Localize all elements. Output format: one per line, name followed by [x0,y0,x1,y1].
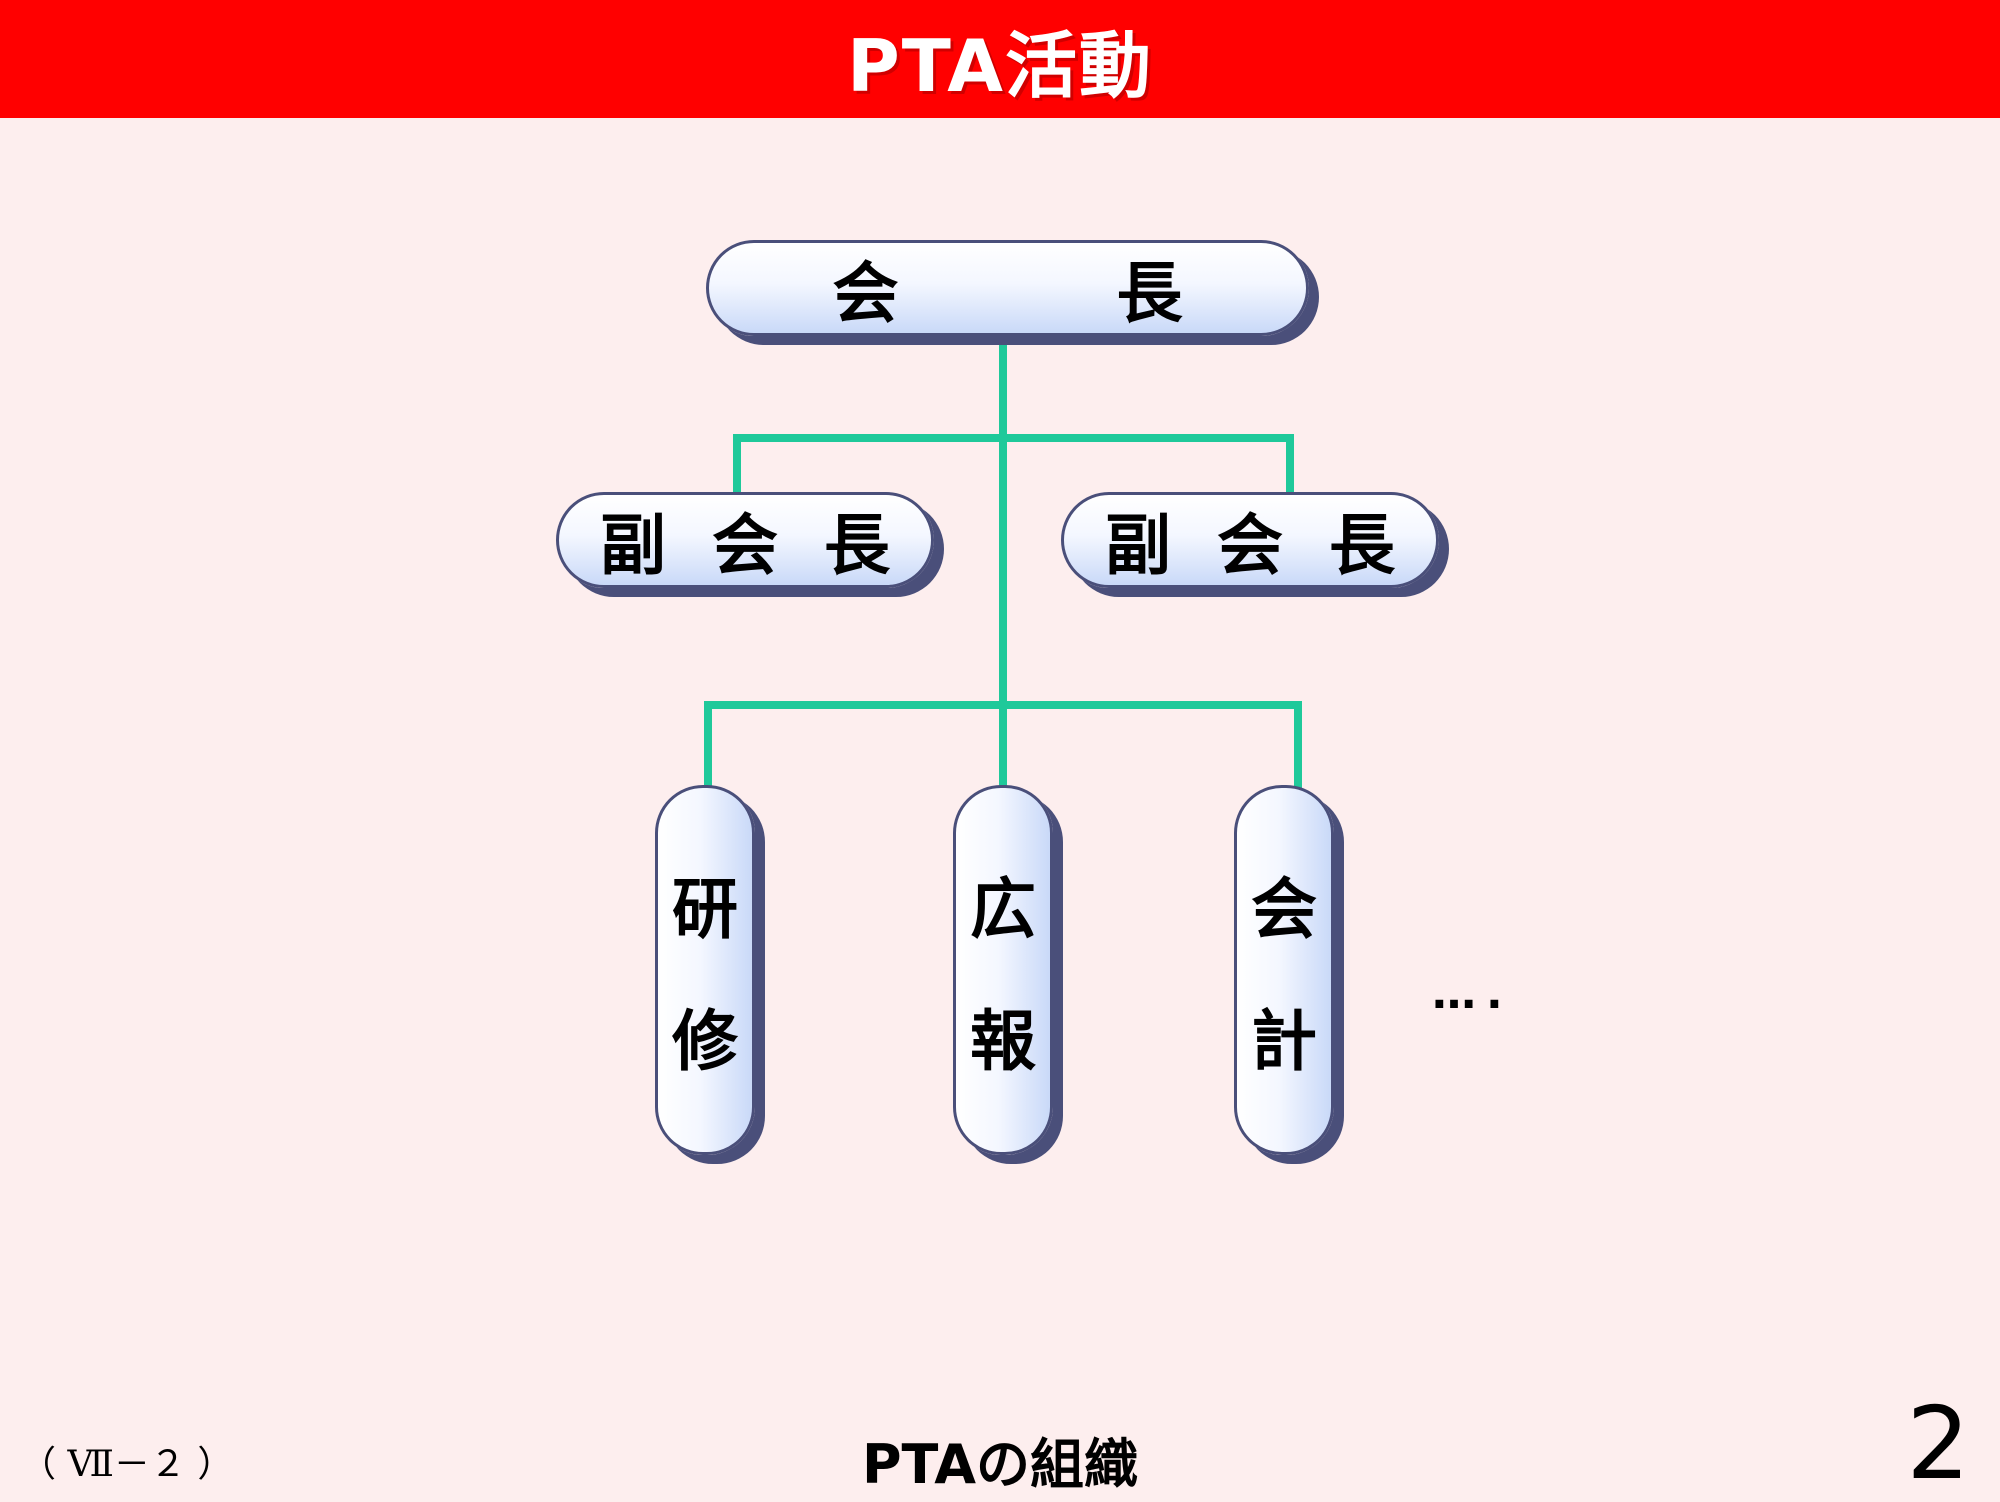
vice-president-char: 会 [712,507,778,584]
vice-president-box-left: 副 会 長 [556,492,934,588]
vice-president-char: 会 [1217,507,1283,584]
committee-char: 広 [970,871,1036,948]
committee-char: 報 [970,1003,1036,1080]
committee-char: 会 [1251,871,1317,948]
slide-title: PTA活動 [846,23,1154,108]
section-number: （ Ⅶ－２ ） [20,1444,234,1485]
committee-box-training: 研 修 [655,785,755,1155]
committee-box-accounting: 会 計 [1234,785,1334,1155]
president-char: 長 [1116,255,1183,332]
committee-char: 研 [672,871,738,948]
vice-president-char: 長 [824,507,890,584]
committee-char: 修 [672,1003,738,1080]
page-number: 2 [1906,1385,1970,1502]
vice-president-box-right: 副 会 長 [1061,492,1439,588]
vice-president-char: 副 [600,507,666,584]
president-char: 会 [832,255,899,332]
president-box: 会 長 [706,240,1309,336]
title-bar: PTA活動 [0,0,2000,118]
vice-president-char: 長 [1329,507,1395,584]
committee-box-publicity: 広 報 [953,785,1053,1155]
vice-president-char: 副 [1105,507,1171,584]
committee-char: 計 [1251,1003,1317,1080]
more-committees-ellipsis: …. [1432,968,1513,1019]
slide-caption: PTAの組織 [861,1433,1138,1496]
